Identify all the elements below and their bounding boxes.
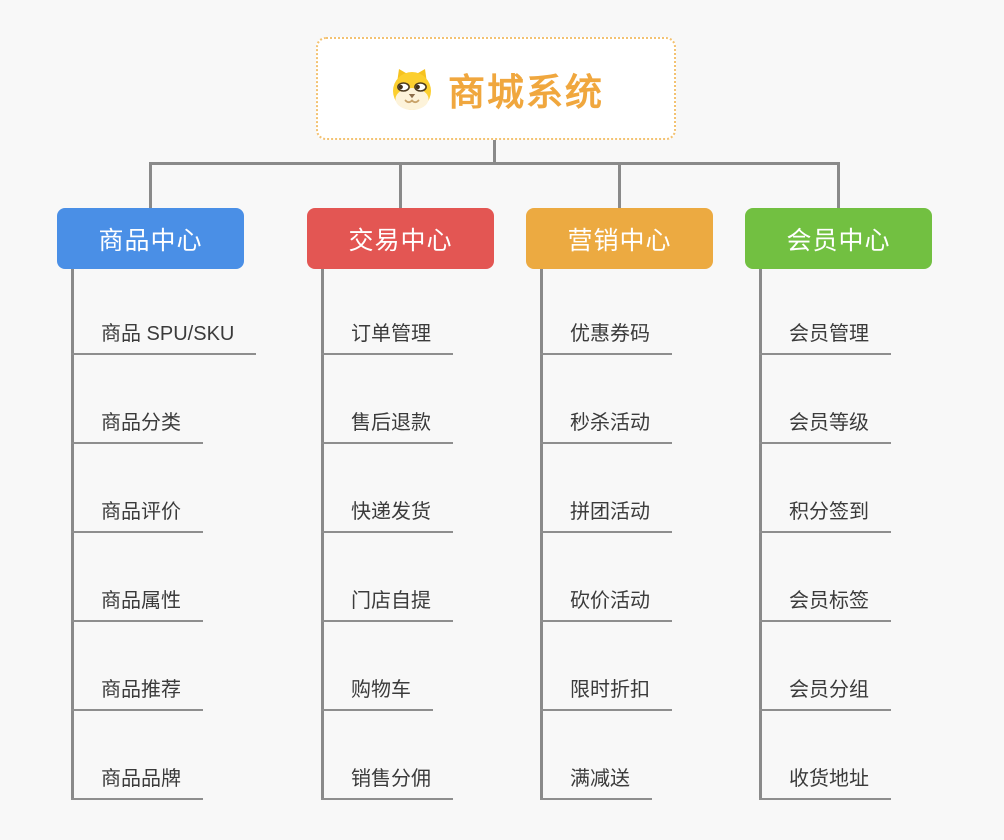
leaf-node[interactable]: 商品评价 <box>71 491 203 533</box>
leaf-label: 会员标签 <box>789 590 869 612</box>
leaf-node[interactable]: 快递发货 <box>321 491 453 533</box>
leaf-label: 拼团活动 <box>570 501 650 523</box>
leaf-node[interactable]: 商品属性 <box>71 580 203 622</box>
dog-icon <box>388 66 436 112</box>
leaf-node[interactable]: 砍价活动 <box>540 580 672 622</box>
leaf-label: 商品推荐 <box>101 679 181 701</box>
branch-label: 交易中心 <box>348 226 453 255</box>
leaf-node[interactable]: 会员标签 <box>759 580 891 622</box>
leaf-node[interactable]: 商品推荐 <box>71 669 203 711</box>
leaf-node[interactable]: 会员分组 <box>759 669 891 711</box>
connector-line <box>618 162 621 208</box>
leaf-label: 商品属性 <box>101 590 181 612</box>
leaf-label: 砍价活动 <box>570 590 650 612</box>
leaf-label: 会员管理 <box>789 323 869 345</box>
leaf-label: 购物车 <box>351 679 411 701</box>
leaf-node[interactable]: 优惠券码 <box>540 313 672 355</box>
leaf-node[interactable]: 限时折扣 <box>540 669 672 711</box>
leaf-label: 优惠券码 <box>570 323 650 345</box>
leaf-node[interactable]: 积分签到 <box>759 491 891 533</box>
leaf-node[interactable]: 秒杀活动 <box>540 402 672 444</box>
connector-line <box>149 162 840 165</box>
connector-line <box>759 269 762 800</box>
leaf-node[interactable]: 商品分类 <box>71 402 203 444</box>
leaf-node[interactable]: 购物车 <box>321 669 433 711</box>
connector-line <box>540 269 543 800</box>
branch-label: 商品中心 <box>98 226 203 255</box>
leaf-node[interactable]: 订单管理 <box>321 313 453 355</box>
connector-line <box>493 140 496 165</box>
leaf-node[interactable]: 商品品牌 <box>71 758 203 800</box>
leaf-label: 销售分佣 <box>351 768 431 790</box>
leaf-node[interactable]: 满减送 <box>540 758 652 800</box>
leaf-label: 售后退款 <box>351 412 431 434</box>
branch-node[interactable]: 商品中心 <box>57 208 244 269</box>
connector-line <box>71 269 74 800</box>
connector-line <box>321 269 324 800</box>
branch-node[interactable]: 会员中心 <box>745 208 932 269</box>
root-node[interactable]: 商城系统 <box>316 37 676 140</box>
connector-line <box>837 162 840 208</box>
root-title: 商城系统 <box>448 71 604 113</box>
leaf-node[interactable]: 会员管理 <box>759 313 891 355</box>
leaf-label: 满减送 <box>570 768 630 790</box>
leaf-node[interactable]: 门店自提 <box>321 580 453 622</box>
leaf-label: 门店自提 <box>351 590 431 612</box>
branch-node[interactable]: 交易中心 <box>307 208 494 269</box>
branch-label: 营销中心 <box>567 226 672 255</box>
leaf-label: 快递发货 <box>351 501 431 523</box>
leaf-label: 限时折扣 <box>570 679 650 701</box>
leaf-label: 秒杀活动 <box>570 412 650 434</box>
leaf-label: 订单管理 <box>351 323 431 345</box>
connector-line <box>399 162 402 208</box>
leaf-node[interactable]: 售后退款 <box>321 402 453 444</box>
leaf-node[interactable]: 销售分佣 <box>321 758 453 800</box>
leaf-label: 商品 SPU/SKU <box>101 323 235 345</box>
leaf-node[interactable]: 商品 SPU/SKU <box>71 313 257 355</box>
leaf-label: 收货地址 <box>789 768 869 790</box>
leaf-label: 商品评价 <box>101 501 181 523</box>
leaf-label: 商品品牌 <box>101 768 181 790</box>
branch-node[interactable]: 营销中心 <box>526 208 713 269</box>
leaf-node[interactable]: 收货地址 <box>759 758 891 800</box>
leaf-label: 积分签到 <box>789 501 869 523</box>
leaf-label: 商品分类 <box>101 412 181 434</box>
leaf-node[interactable]: 会员等级 <box>759 402 891 444</box>
branch-label: 会员中心 <box>786 226 891 255</box>
leaf-label: 会员等级 <box>789 412 869 434</box>
connector-line <box>149 162 152 208</box>
leaf-node[interactable]: 拼团活动 <box>540 491 672 533</box>
leaf-label: 会员分组 <box>789 679 869 701</box>
